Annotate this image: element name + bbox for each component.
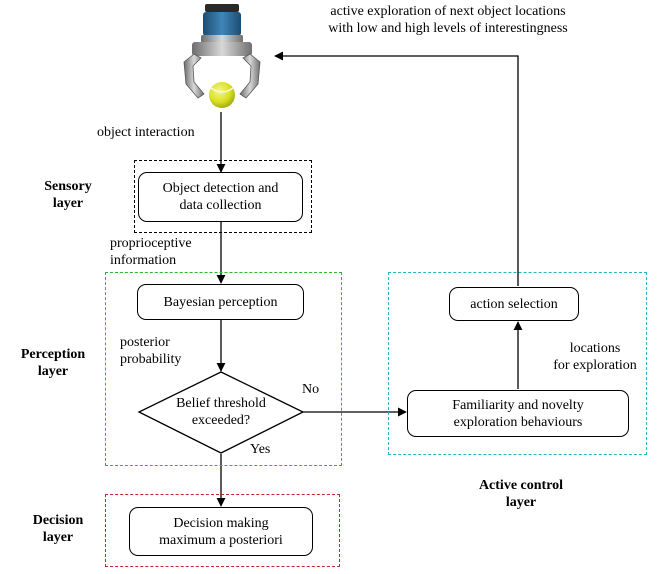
action-selection-label: action selection xyxy=(470,296,558,312)
posterior-label: posterior probability xyxy=(120,334,181,368)
locations-label: locations for exploration xyxy=(540,340,650,374)
action-selection-node xyxy=(449,287,579,321)
bayesian-perception-label: Bayesian perception xyxy=(163,294,278,310)
sensory-layer-line1: Sensory xyxy=(44,179,92,194)
sensory-layer-title: Sensory layer xyxy=(18,178,118,212)
object-detection-text: Object detection and data collection xyxy=(138,172,303,222)
sensory-layer-box xyxy=(134,160,312,233)
decision-layer-line1: Decision xyxy=(32,513,84,528)
object-interaction-label: object interaction xyxy=(97,125,195,140)
decision-layer-line2: layer xyxy=(42,530,74,545)
familiarity-novelty-node xyxy=(407,390,629,437)
active-control-layer-box xyxy=(388,272,647,455)
belief-threshold-diamond xyxy=(137,371,305,454)
decision-making-line2: maximum a posteriori xyxy=(159,532,283,548)
active-control-layer-line2: layer xyxy=(505,495,537,510)
perception-layer-box xyxy=(105,272,342,466)
perception-layer-line2: layer xyxy=(37,364,69,379)
top-annotation-line1: active exploration of next object locati… xyxy=(330,4,566,19)
robot-gripper-icon xyxy=(183,4,261,108)
familiarity-novelty-text: Familiarity and novelty exploration beha… xyxy=(407,390,629,437)
proprioceptive-line1: proprioceptive xyxy=(110,236,192,251)
locations-line1: locations xyxy=(569,341,621,356)
proprioceptive-label: proprioceptive information xyxy=(110,235,192,269)
decision-making-line1: Decision making xyxy=(173,515,269,531)
object-detection-line2: data collection xyxy=(179,198,262,213)
posterior-line2: probability xyxy=(120,352,182,367)
familiarity-line2: exploration behaviours xyxy=(453,414,583,430)
belief-threshold-line2: exceeded? xyxy=(191,413,251,428)
belief-threshold-line1: Belief threshold xyxy=(176,396,266,411)
bayesian-perception-node xyxy=(137,284,304,320)
yes-label: Yes xyxy=(250,442,271,457)
active-control-layer-line1: Active control xyxy=(478,478,564,493)
action-selection-text: action selection xyxy=(449,287,579,321)
decision-layer-box xyxy=(105,494,340,567)
top-annotation: active exploration of next object locati… xyxy=(278,3,618,37)
decision-making-node xyxy=(129,507,313,556)
posterior-line1: posterior xyxy=(120,335,170,350)
familiarity-line1: Familiarity and novelty xyxy=(452,397,584,413)
proprioceptive-line2: information xyxy=(110,253,177,268)
decision-making-text: Decision making maximum a posteriori xyxy=(129,507,313,556)
bayesian-perception-text: Bayesian perception xyxy=(137,284,304,320)
belief-threshold-text: Belief threshold exceeded? xyxy=(139,390,303,434)
perception-layer-line1: Perception xyxy=(20,347,86,362)
top-annotation-line2: with low and high levels of interestingn… xyxy=(328,21,568,36)
perception-layer-title: Perception layer xyxy=(8,346,98,380)
object-detection-line1: Object detection and xyxy=(162,181,279,196)
active-control-layer-title: Active control layer xyxy=(456,477,586,511)
arrow-action-to-robot xyxy=(274,51,519,286)
sensory-layer-line2: layer xyxy=(52,196,84,211)
object-detection-node xyxy=(138,172,303,222)
decision-layer-title: Decision layer xyxy=(13,512,103,546)
no-label: No xyxy=(302,382,320,397)
locations-line2: for exploration xyxy=(553,358,637,373)
